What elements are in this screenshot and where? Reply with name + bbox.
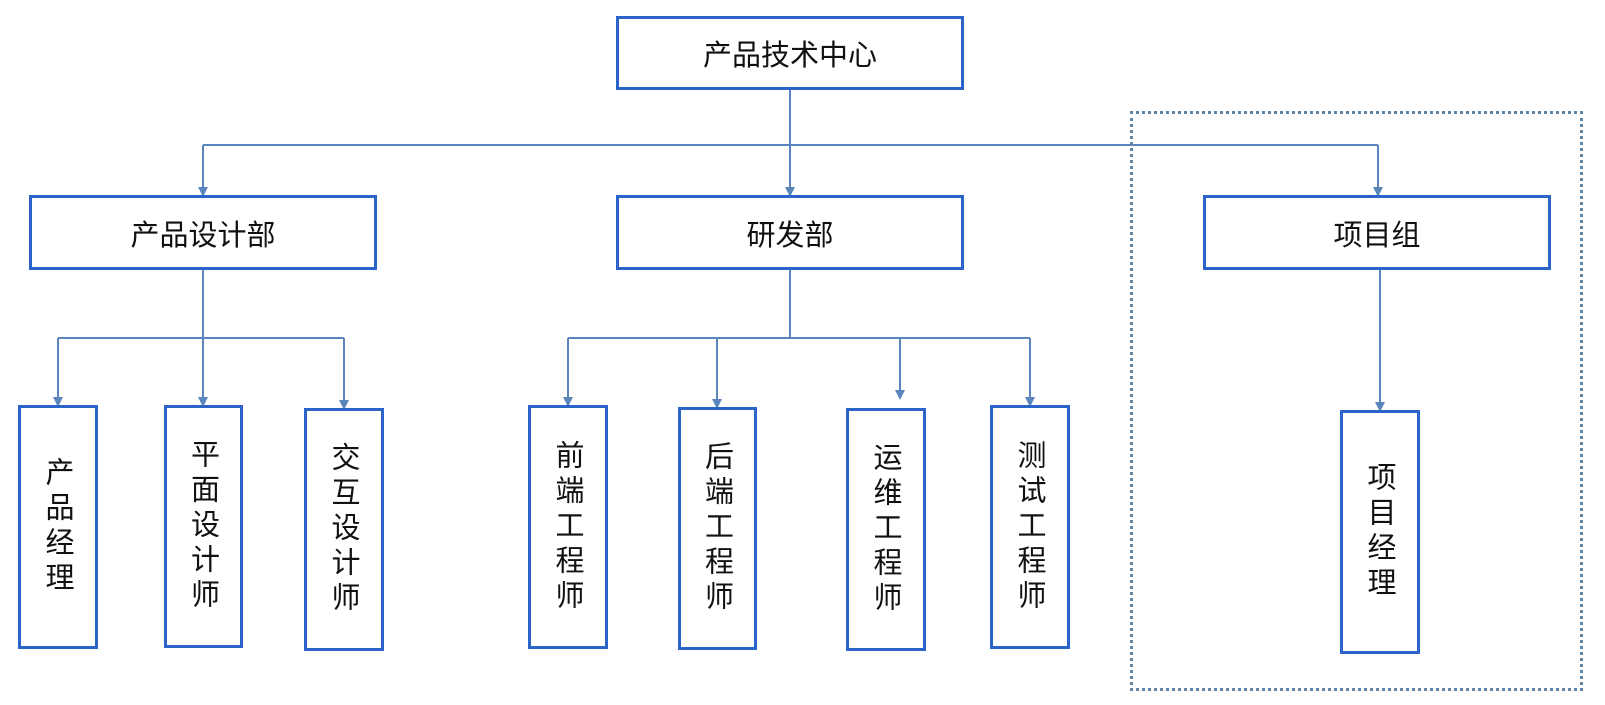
org-root-label: 产品技术中心 (702, 38, 877, 72)
dept-rd-node: 研发部 (616, 195, 964, 270)
role-frontend-engineer-label: 前端工程师 (551, 439, 585, 615)
role-project-manager-label: 项目经理 (1363, 462, 1397, 602)
role-frontend-engineer-node: 前端工程师 (528, 405, 608, 649)
role-ops-engineer-node: 运维工程师 (846, 408, 926, 651)
role-product-manager-node: 产品经理 (18, 405, 98, 649)
dept-project-label: 项目组 (1333, 217, 1421, 252)
role-graphic-designer-label: 平面设计师 (186, 439, 221, 614)
role-interaction-designer-label: 交互设计师 (327, 442, 361, 617)
role-backend-engineer-node: 后端工程师 (678, 407, 757, 650)
role-test-engineer-label: 测试工程师 (1013, 439, 1047, 615)
role-backend-engineer-label: 后端工程师 (700, 441, 735, 616)
dept-project-node: 项目组 (1203, 195, 1551, 270)
role-graphic-designer-node: 平面设计师 (164, 405, 243, 648)
role-product-manager-label: 产品经理 (41, 457, 75, 597)
role-interaction-designer-node: 交互设计师 (304, 408, 384, 651)
org-root-node: 产品技术中心 (616, 16, 964, 90)
project-group-region (1130, 111, 1583, 691)
role-project-manager-node: 项目经理 (1340, 410, 1420, 654)
dept-rd-label: 研发部 (746, 217, 834, 252)
dept-design-node: 产品设计部 (29, 195, 377, 270)
role-ops-engineer-label: 运维工程师 (869, 442, 903, 617)
role-test-engineer-node: 测试工程师 (990, 405, 1070, 649)
dept-design-label: 产品设计部 (130, 217, 276, 252)
